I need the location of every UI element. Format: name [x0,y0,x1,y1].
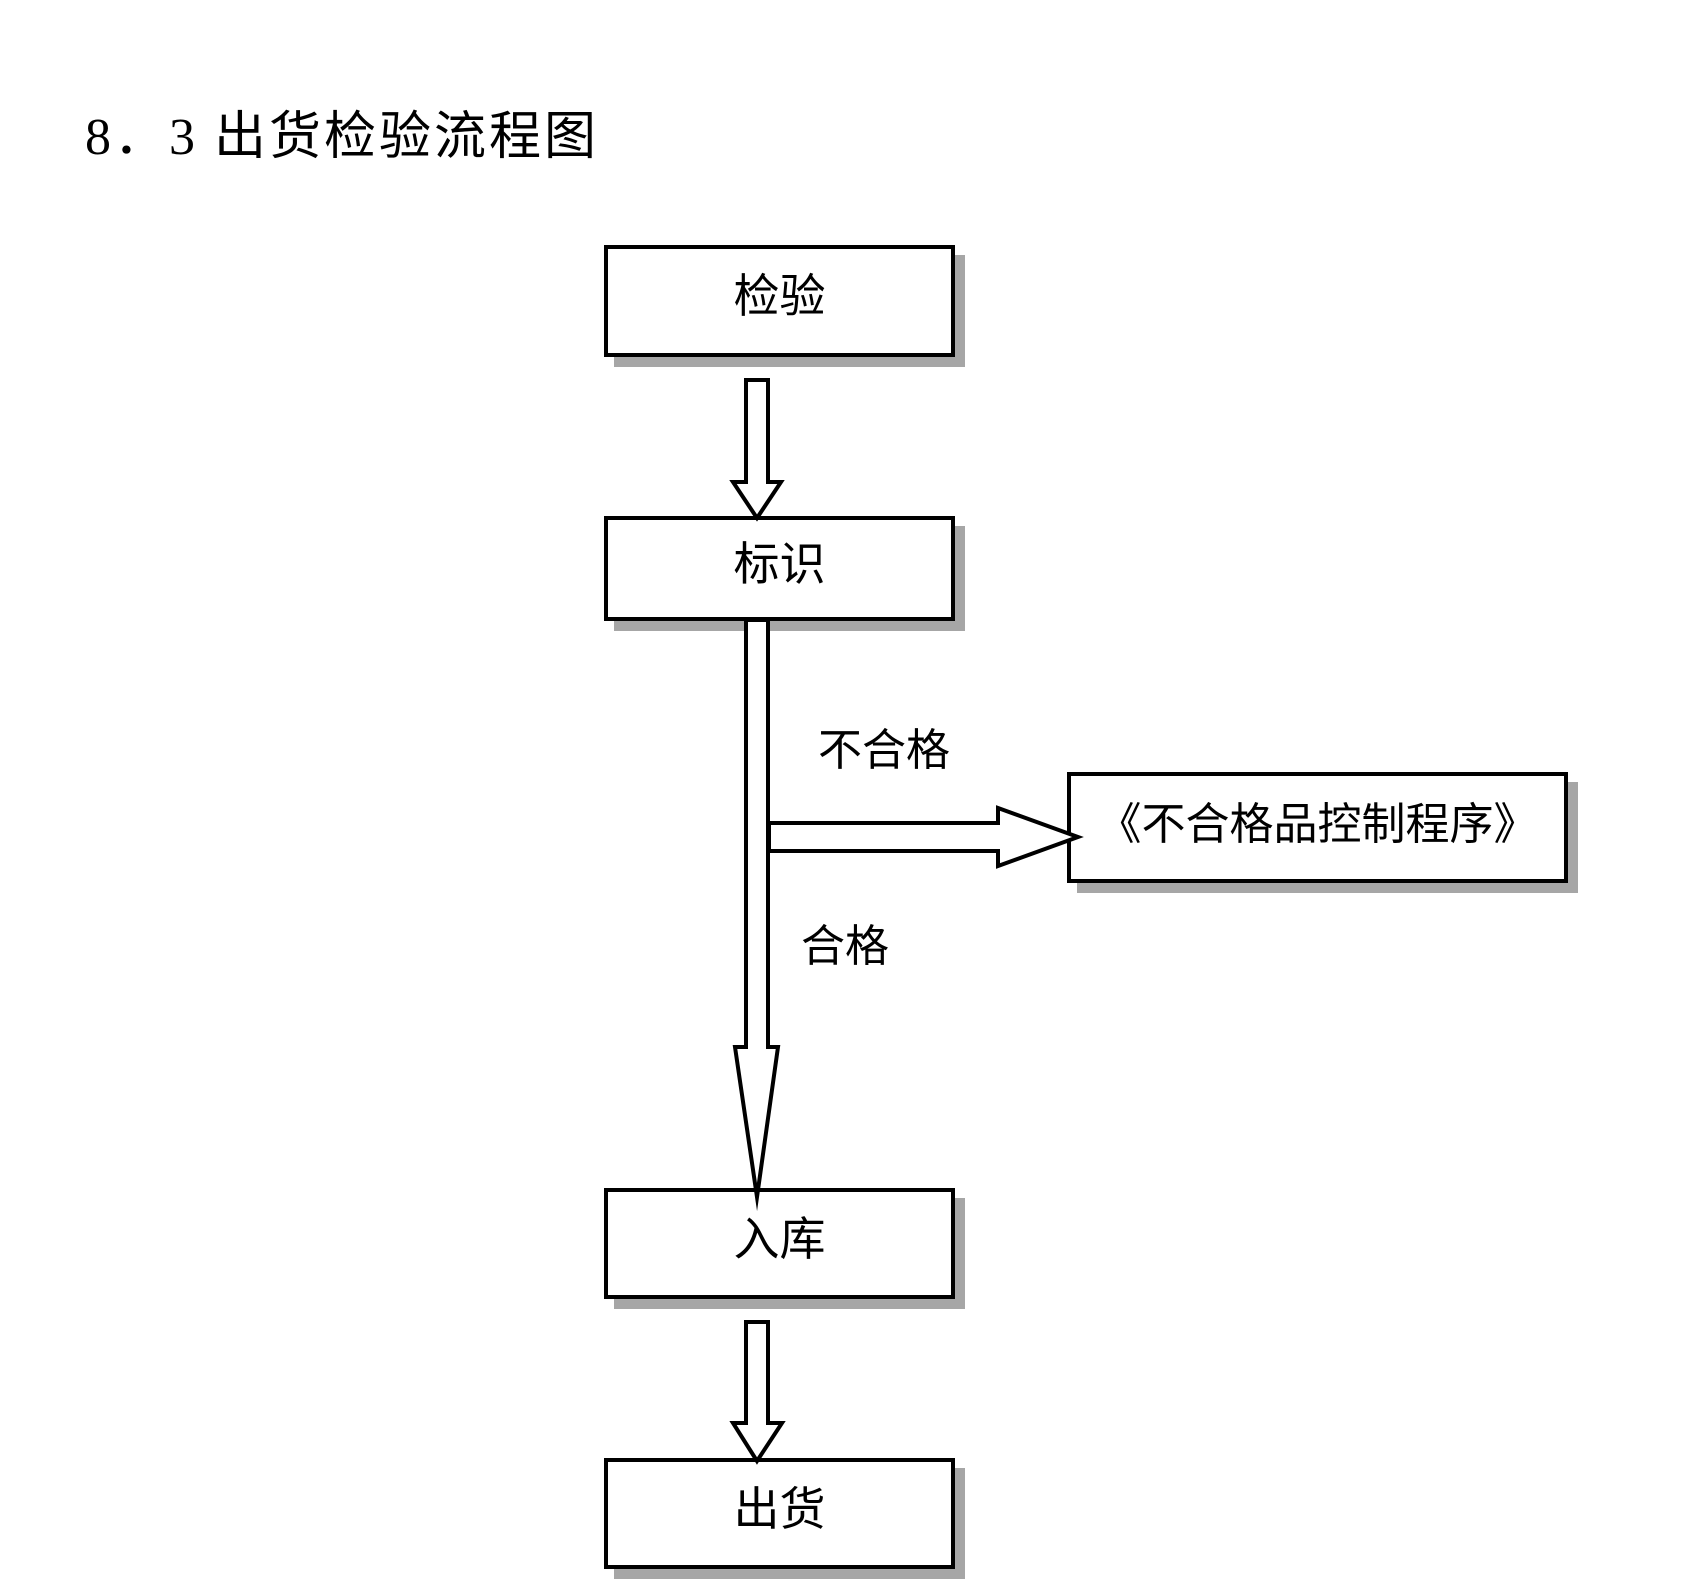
flow-node-shipment: 出货 [604,1458,955,1569]
section-title: 8．3 出货检验流程图 [85,109,600,166]
flow-node-nonconforming-procedure: 《不合格品控制程序》 [1067,772,1568,883]
edge-label-unqualified: 不合格 [818,726,950,775]
flow-node-marking-label: 标识 [733,538,826,590]
flow-node-inspection: 检验 [604,245,955,357]
arrow-branch-to-nonconforming-procedure-icon [767,805,1084,869]
flow-node-inspection-label: 检验 [733,271,826,322]
flow-node-nonconforming-procedure-label: 《不合格品控制程序》 [1097,799,1538,849]
arrow-inspection-to-marking-icon [729,378,785,522]
arrow-marking-to-warehousing-icon [732,618,781,1212]
flow-node-marking: 标识 [604,516,955,621]
arrow-warehousing-to-shipment-icon [729,1320,786,1465]
flow-node-shipment-label: 出货 [733,1483,826,1535]
flow-node-warehousing-label: 入库 [733,1213,826,1265]
edge-label-qualified: 合格 [801,922,889,971]
flow-node-warehousing: 入库 [604,1188,955,1299]
